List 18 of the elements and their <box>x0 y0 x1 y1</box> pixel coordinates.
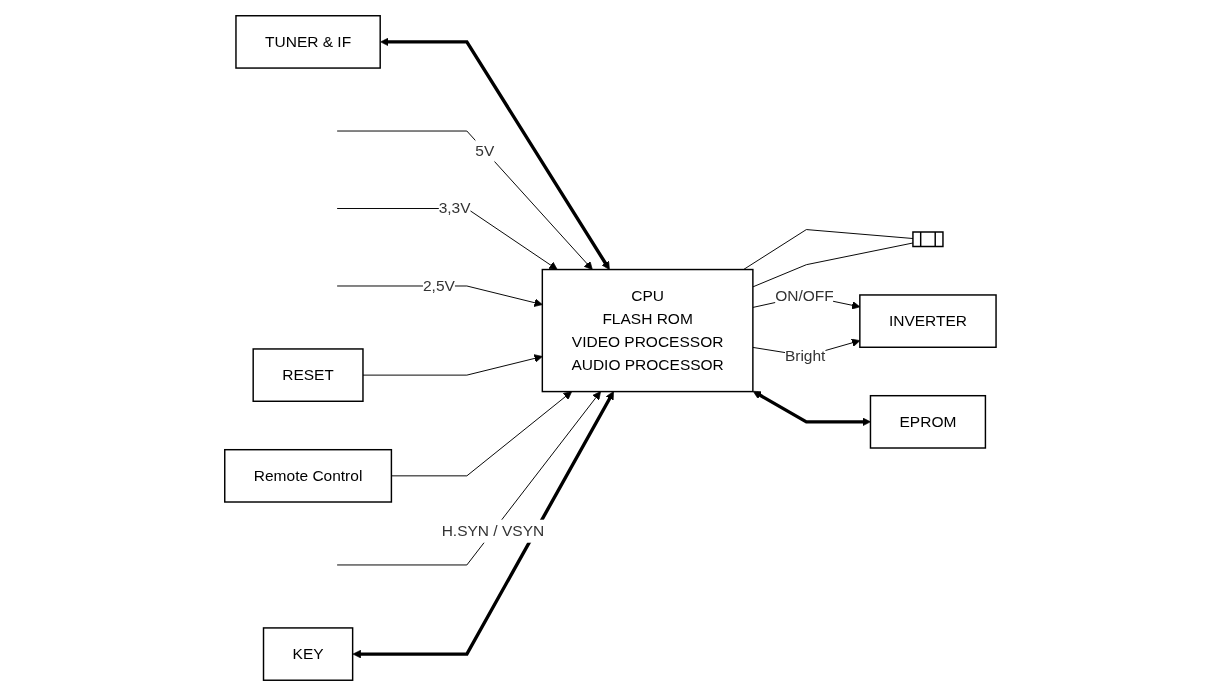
node-box: EPROM <box>869 394 986 449</box>
connector <box>742 228 914 270</box>
arrow <box>379 37 610 270</box>
edge-label: H.SYN / VSYN <box>441 521 544 539</box>
edge-label: 5V <box>474 141 494 159</box>
edge-label: 3,3V <box>438 199 471 216</box>
node-crystal <box>911 230 944 247</box>
edge-label: ON/OFF <box>774 286 834 304</box>
node-box: KEY <box>262 626 353 681</box>
node-box: Remote Control <box>223 448 392 503</box>
node-box: INVERTER <box>858 293 997 348</box>
connector <box>752 241 914 287</box>
node-box: CPU FLASH ROM VIDEO PROCESSOR AUDIO PROCESSOR <box>541 268 754 392</box>
edge-label: Bright <box>784 346 826 364</box>
arrow <box>752 390 871 426</box>
edge-label: 2,5V <box>422 276 455 294</box>
node-box: TUNER & IF <box>234 14 381 69</box>
node-box: RESET <box>252 347 364 402</box>
